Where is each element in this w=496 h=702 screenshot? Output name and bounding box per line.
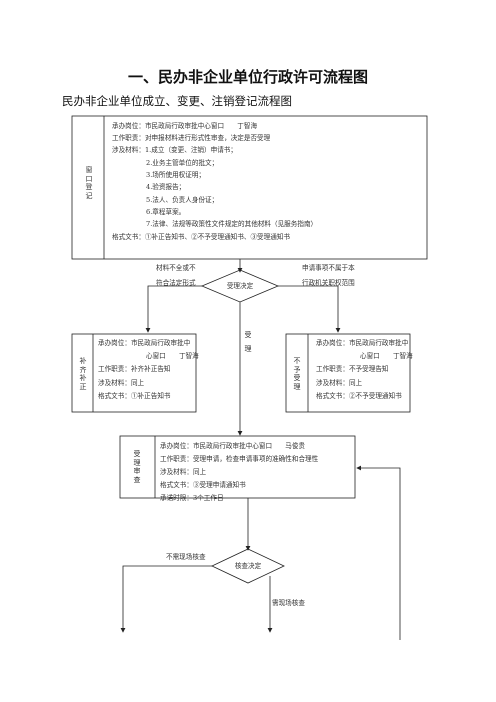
box1-line: 2.业务主管单位的批文；	[146, 159, 219, 167]
box-left-line: 格式文书：①补正告知书	[98, 392, 171, 400]
box1-line: 4.验资报告；	[146, 183, 186, 191]
decision2-left-note: 不需现场核查	[166, 553, 206, 561]
box-window-registration-label: 窗口登记	[85, 166, 93, 200]
decision2-down-note: 需现场核查	[272, 599, 305, 607]
box-review	[119, 435, 356, 499]
page-subtitle: 民办非企业单位成立、变更、注销登记流程图	[62, 94, 292, 108]
decision1-label: 受理决定	[226, 282, 254, 290]
box-review-line: 工作职责：受理申请，检查申请事项的准确性和合理性	[160, 455, 319, 463]
box-review-line: 承办岗位：市民政局行政审批中心窗口 马俊贵	[160, 442, 306, 450]
box-review-label: 受理审查	[133, 450, 141, 484]
box-right-line: 工作职责：不予受理告知	[316, 365, 389, 373]
box-right-line: 承办岗位：市民政局行政审批中	[316, 339, 409, 347]
decision1-left-note: 符合法定形式	[156, 279, 196, 287]
page-title: 一、民办非企业单位行政许可流程图	[127, 68, 368, 86]
decision2-diamond	[211, 548, 285, 584]
box-left-line: 涉及材料：同上	[98, 379, 145, 387]
box-review-line: 格式文书：③受理申请通知书	[160, 481, 246, 489]
arrow-feedback	[356, 465, 401, 640]
decision2-label: 核查决定	[234, 562, 262, 570]
box-right-line: 心窗口 丁智海	[360, 352, 413, 360]
box1-line: 涉及材料：1.成立（变更、注销）申请书；	[112, 146, 237, 154]
box-left-line: 承办岗位：市民政局行政审批中	[98, 339, 191, 347]
decision1-left-note: 材料不全或不	[156, 264, 196, 272]
box-supplement-label: 补齐补正	[79, 357, 87, 391]
box-reject	[285, 333, 411, 413]
box1-line: 承办岗位：市民政局行政审批中心窗口 丁智海	[112, 122, 258, 130]
box-window-registration	[71, 115, 428, 260]
box-left-line: 工作职责：补齐补正告知	[98, 365, 171, 373]
box-supplement	[71, 333, 197, 413]
arrow-no-onsite	[120, 565, 212, 633]
box-right-line: 涉及材料：同上	[316, 379, 363, 387]
box1-line: 工作职责：对申报材料进行形式性审查，决定是否受理	[112, 134, 271, 142]
box-right-line: 格式文书：②不予受理通知书	[316, 392, 402, 400]
decision1-right-note: 行政机关职权范围	[302, 279, 355, 287]
decision1-right-note: 申请事项不属于本	[302, 264, 355, 272]
box-review-line: 涉及材料：同上	[160, 468, 207, 476]
box-left-line: 心窗口 丁智海	[146, 352, 199, 360]
box1-line: 6.章程草案。	[146, 208, 186, 216]
box1-line: 3.场所使用权证明；	[146, 171, 206, 179]
box1-line: 5.法人、负责人身份证；	[146, 196, 219, 204]
box1-line: 7.法律、法规等政策性文件规定的其他材料（见服务指南）	[146, 220, 318, 228]
decision1-down-note: 受理	[244, 331, 252, 353]
box1-line: 格式文书：①补正告知书、②不予受理通知书、③受理通知书	[112, 233, 291, 241]
arrow-to-right-box	[278, 285, 341, 333]
arrow-to-left-box	[145, 285, 202, 333]
box-review-line: 承诺时限：3个工作日	[160, 494, 224, 502]
box-reject-label: 不予受理	[293, 357, 301, 391]
